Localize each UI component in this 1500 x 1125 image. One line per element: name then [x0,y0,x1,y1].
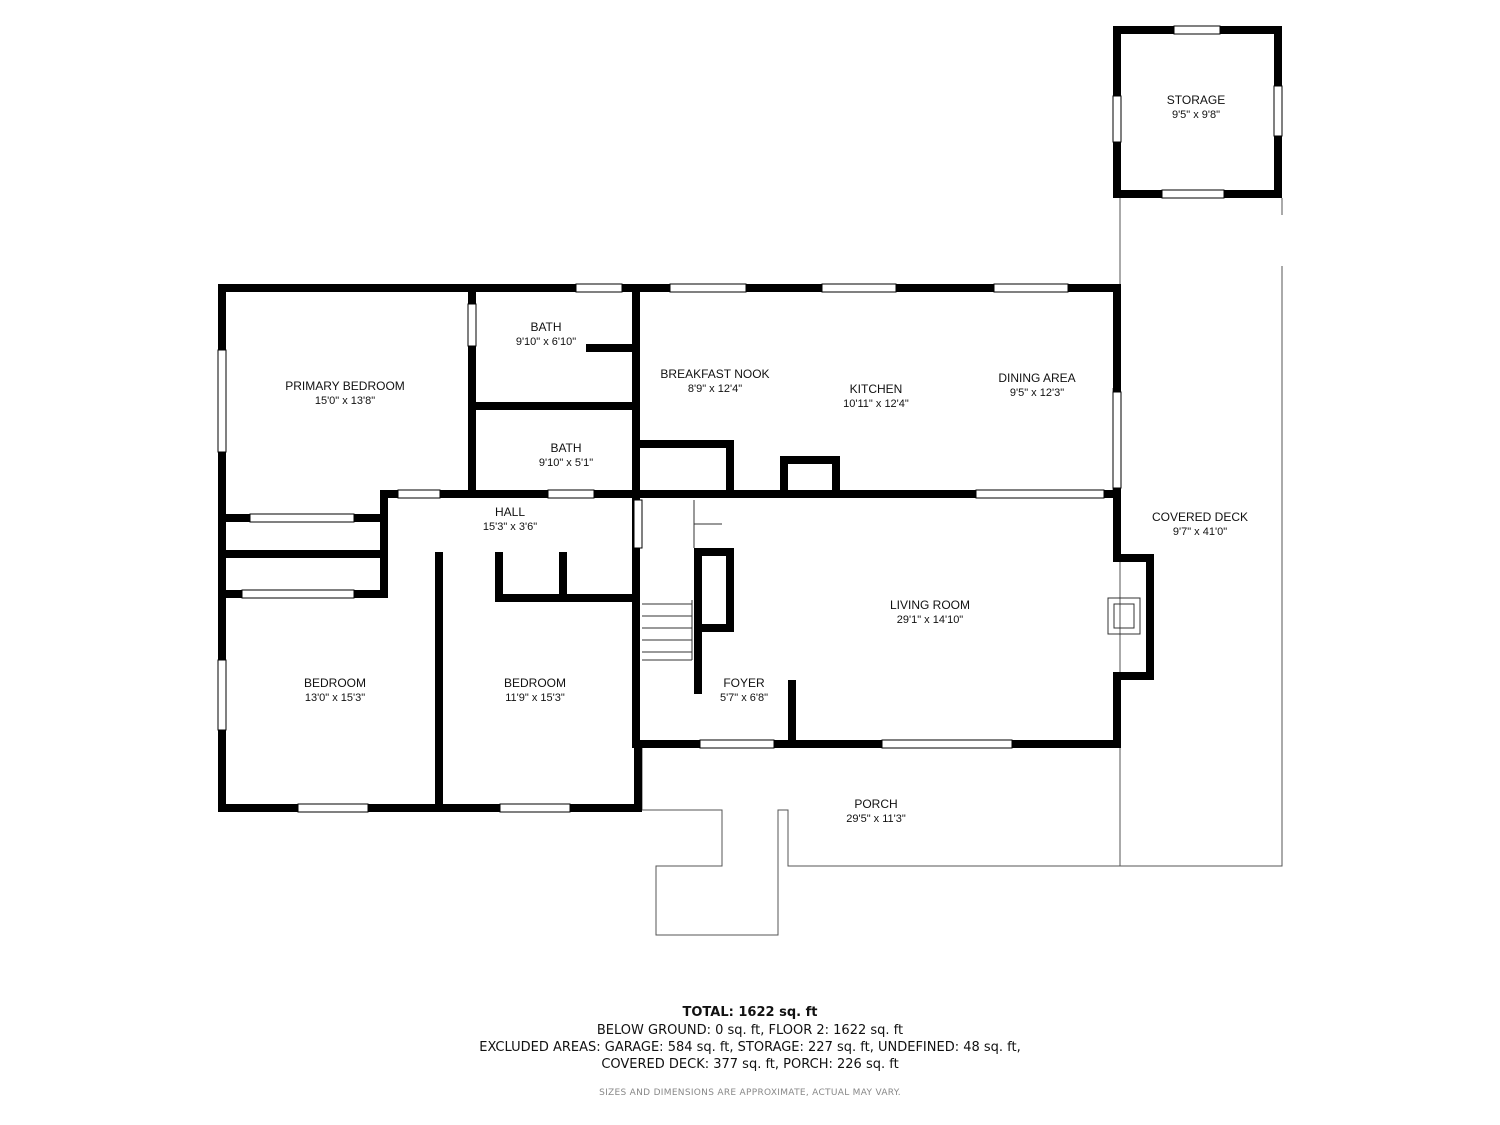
room-name-primary-bedroom: PRIMARY BEDROOM [285,379,405,393]
fireplace-icon [1107,597,1141,635]
room-dim-primary-bedroom: 15'0" x 13'8" [315,395,375,407]
room-name-hall: HALL [495,505,525,519]
room-dim-covered-deck: 9'7" x 41'0" [1173,526,1227,538]
room-name-living-room: LIVING ROOM [890,598,970,612]
room-dim-bedroom2: 11'9" x 15'3" [505,692,565,704]
disclaimer: SIZES AND DIMENSIONS ARE APPROXIMATE, AC… [599,1088,901,1098]
windows [217,25,1283,813]
summary-line-1: BELOW GROUND: 0 sq. ft, FLOOR 2: 1622 sq… [596,1023,904,1038]
summary-line-2: EXCLUDED AREAS: GARAGE: 584 sq. ft, STOR… [479,1040,1021,1055]
room-name-foyer: FOYER [723,676,765,690]
room-dim-living-room: 29'1" x 14'10" [897,614,964,626]
total-value: 1622 sq. ft [738,1005,818,1020]
room-dim-foyer: 5'7" x 6'8" [720,692,768,704]
thin-outlines [641,198,1283,936]
room-labels: STORAGE 9'5" x 9'8" BATH 9'10" x 6'10" P… [285,93,1248,825]
room-dim-storage: 9'5" x 9'8" [1172,109,1220,121]
room-name-bath2: BATH [550,441,581,455]
room-dim-dining-area: 9'5" x 12'3" [1010,387,1064,399]
room-name-breakfast-nook: BREAKFAST NOOK [660,367,769,381]
total-label: TOTAL: [682,1005,734,1020]
room-dim-bath1: 9'10" x 6'10" [516,336,576,348]
room-name-kitchen: KITCHEN [850,382,903,396]
room-name-covered-deck: COVERED DECK [1152,510,1248,524]
room-dim-bedroom1: 13'0" x 15'3" [305,692,365,704]
room-name-bedroom2: BEDROOM [504,676,566,690]
room-name-dining-area: DINING AREA [998,371,1075,385]
room-name-storage: STORAGE [1167,93,1225,107]
room-name-porch: PORCH [854,797,897,811]
room-name-bedroom1: BEDROOM [304,676,366,690]
room-name-bath1: BATH [530,320,561,334]
room-dim-kitchen: 10'11" x 12'4" [843,398,909,410]
room-dim-bath2: 9'10" x 5'1" [539,457,593,469]
total-area: TOTAL: 1622 sq. ft [0,1005,1500,1020]
floor-plan: STORAGE 9'5" x 9'8" BATH 9'10" x 6'10" P… [217,25,1283,936]
summary-line-3: COVERED DECK: 377 sq. ft, PORCH: 226 sq.… [601,1057,899,1072]
room-dim-breakfast-nook: 8'9" x 12'4" [688,383,742,395]
room-dim-hall: 15'3" x 3'6" [483,521,537,533]
room-dim-porch: 29'5" x 11'3" [846,813,906,825]
stairs [642,500,722,661]
